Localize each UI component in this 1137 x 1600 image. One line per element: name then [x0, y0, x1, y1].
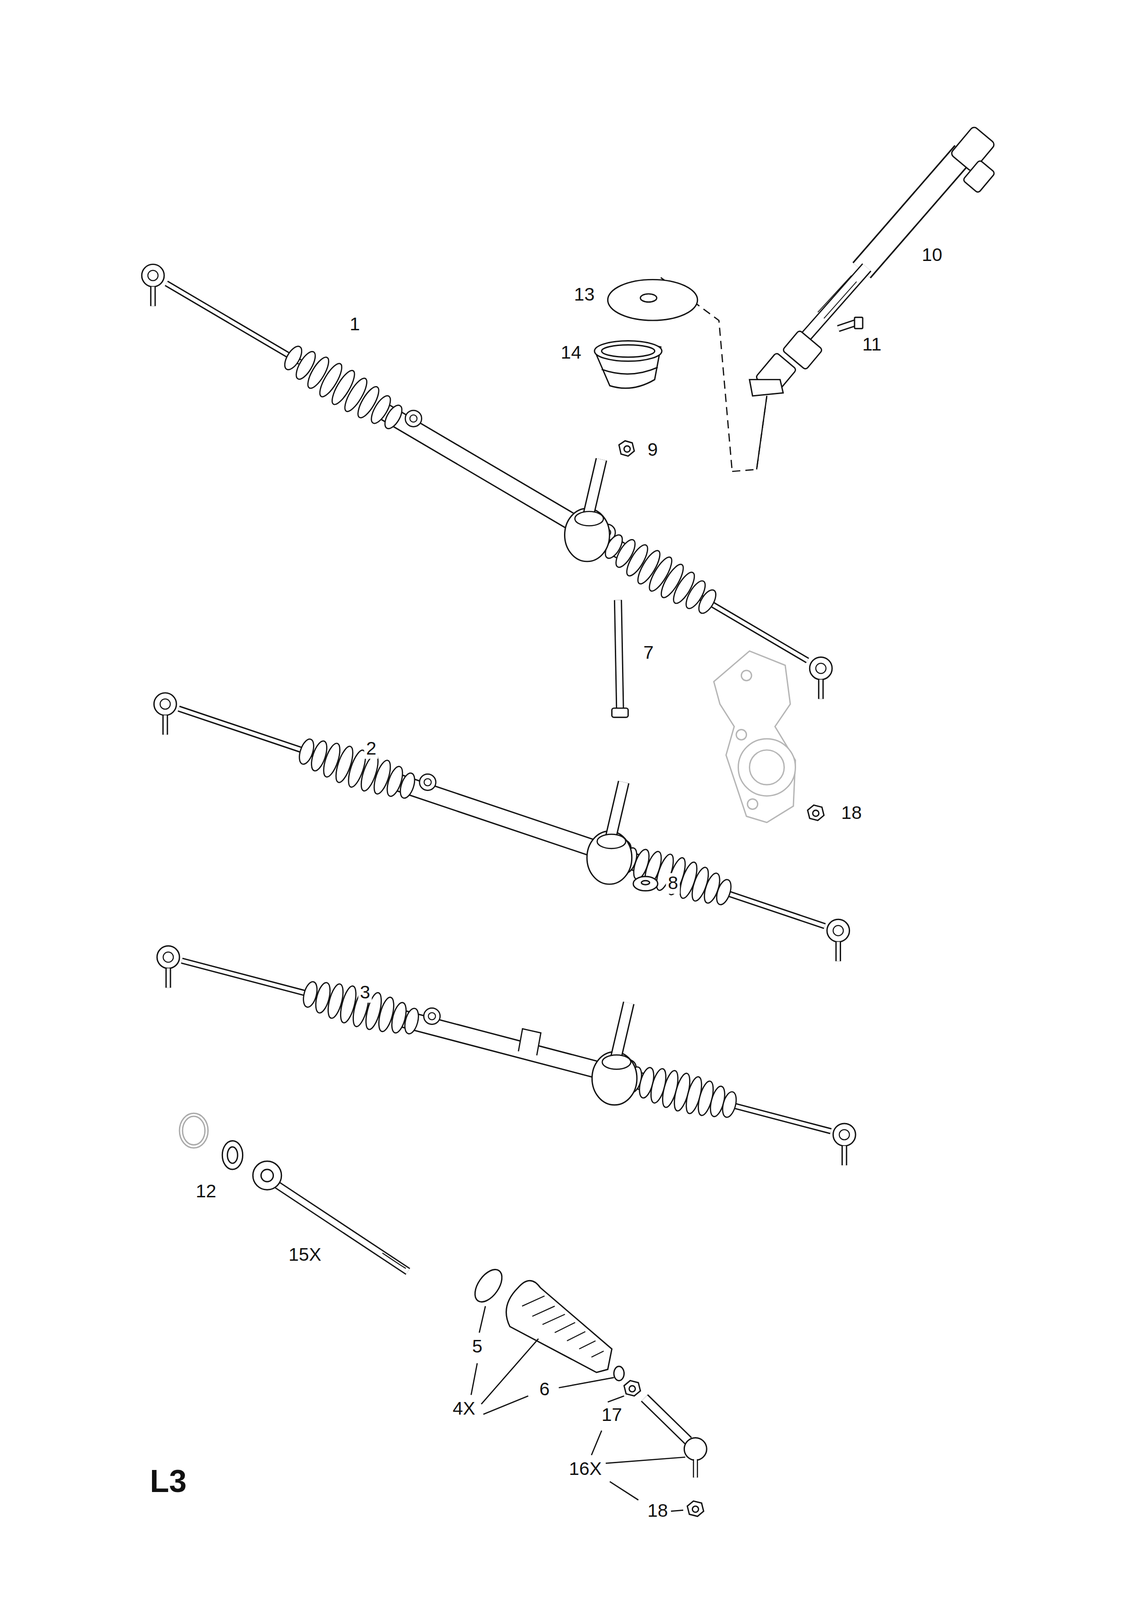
rack-part [597, 833, 626, 849]
rack-part [819, 679, 823, 699]
callout-number: 11 [860, 334, 884, 355]
rack-part [602, 1054, 631, 1070]
callout-number: 15X [286, 1244, 323, 1265]
rack-part [156, 945, 180, 968]
rack-part [839, 1129, 850, 1140]
rack-part [163, 951, 174, 963]
callout-number: 16X [567, 1458, 604, 1479]
rack-part [166, 283, 300, 363]
steering-rack [156, 945, 856, 1165]
callout-number: 18 [645, 1499, 671, 1521]
callout-number: 8 [666, 872, 681, 894]
rack-part [166, 283, 300, 363]
steering-rack [153, 692, 850, 961]
callout-number: 13 [572, 284, 597, 305]
rack-part [423, 1007, 440, 1024]
loose-parts [179, 1112, 707, 1516]
rack-part [402, 1006, 421, 1035]
cover-plate [594, 279, 824, 891]
rack-part [835, 941, 842, 961]
rack-part [832, 925, 844, 936]
rack-part [381, 402, 406, 432]
rack-part [160, 698, 171, 709]
callout-number: 12 [193, 1181, 219, 1202]
callout-number: 1 [348, 313, 363, 335]
callout-number: 9 [645, 439, 660, 460]
rack-part [695, 586, 720, 616]
steering-knuckle [713, 650, 796, 823]
intermediate-shaft [749, 125, 996, 470]
rack-part [809, 657, 833, 680]
rack-part [178, 708, 314, 754]
rack-part [153, 692, 177, 716]
rack-part [165, 967, 172, 988]
rack-part [720, 1089, 739, 1119]
rack-part [586, 830, 632, 884]
rack-part [141, 264, 165, 287]
rack-part [178, 708, 314, 754]
rack-part [409, 414, 417, 422]
rack-part [181, 960, 318, 996]
callout-number: 4X [451, 1398, 478, 1419]
callout-number: 17 [599, 1404, 625, 1425]
rack-part [147, 270, 159, 281]
rack-part [591, 1051, 637, 1105]
rack-part [841, 1145, 848, 1165]
callout-number: 14 [559, 342, 584, 363]
rack-part [419, 773, 436, 790]
callout-number: 2 [364, 738, 379, 759]
callout-number: 18 [839, 802, 864, 823]
rack-part [405, 410, 422, 427]
rack-part [428, 1012, 436, 1020]
callout-number: 7 [641, 642, 656, 663]
callout-number: 3 [358, 982, 372, 1003]
callout-number: 10 [919, 244, 945, 265]
rack-part [424, 778, 432, 786]
rack-part [397, 770, 418, 800]
rack-part [150, 286, 157, 306]
rack-part [518, 1028, 542, 1055]
rack-part [162, 715, 169, 735]
page-code: L3 [149, 1463, 187, 1499]
leader-lines [470, 1305, 685, 1511]
steering-rack [141, 264, 833, 699]
rack-part [832, 1123, 856, 1146]
rack-part [574, 511, 604, 526]
rack-part [166, 967, 171, 988]
rack-part [842, 1145, 847, 1165]
rack-part [827, 918, 850, 942]
rack-part [815, 662, 827, 674]
rack-part [836, 941, 840, 961]
rack-part [163, 715, 167, 735]
callout-number: 6 [537, 1378, 552, 1399]
rack-part [151, 286, 155, 306]
rack-part [564, 508, 610, 562]
rack-part [713, 877, 734, 907]
rack-part [181, 960, 318, 996]
callout-number: 5 [470, 1335, 485, 1357]
rack-part [818, 679, 824, 699]
